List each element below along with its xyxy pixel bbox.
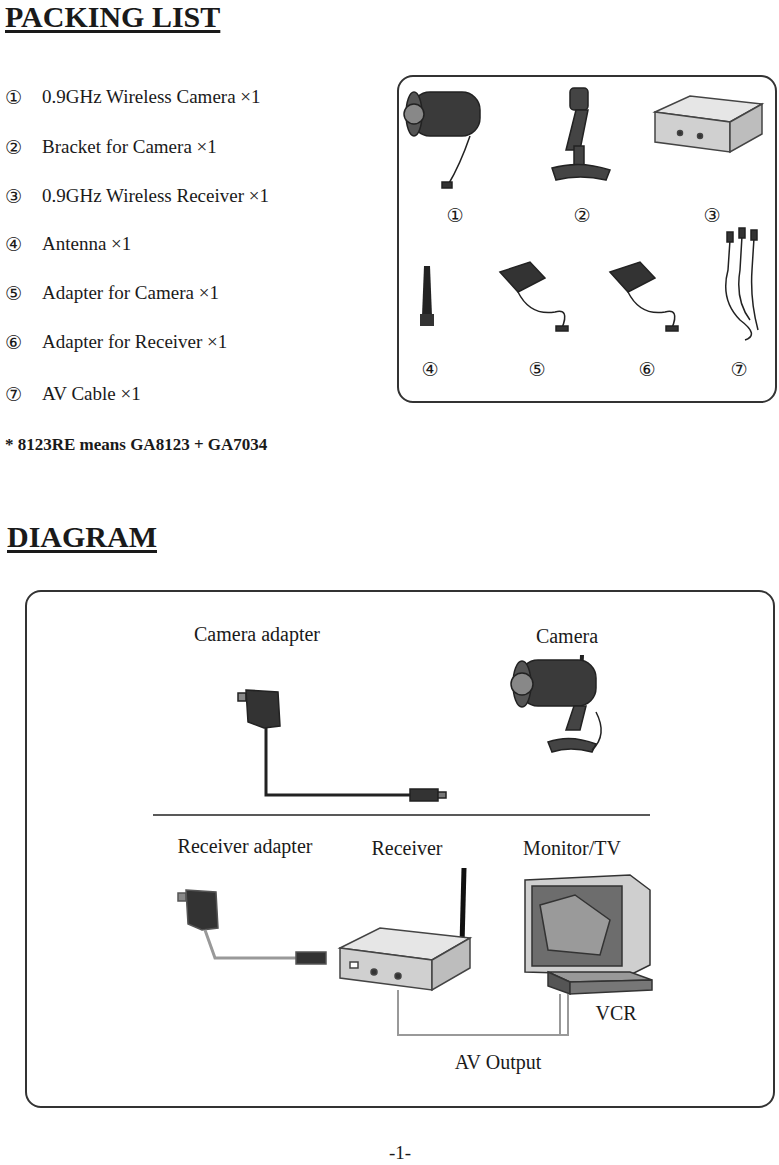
- receiver-picture: [340, 868, 470, 990]
- part-label: Camera: [536, 625, 598, 648]
- camera-adapter-picture: [500, 262, 568, 331]
- bracket-picture: [552, 88, 610, 180]
- callout-number: ⑥: [5, 331, 22, 353]
- callout-number: ⑤: [5, 282, 22, 304]
- item-text: Adapter for Camera ×1: [42, 282, 219, 304]
- callout-number: ①: [5, 86, 22, 108]
- receiver-picture: [655, 96, 762, 152]
- callout-number: ⑤: [528, 358, 545, 380]
- callout-number: ④: [421, 358, 438, 380]
- callout-number: ①: [446, 204, 463, 226]
- section-heading: PACKING LIST: [5, 0, 220, 34]
- item-text: 0.9GHz Wireless Receiver ×1: [42, 185, 269, 207]
- vcr-picture: [548, 972, 652, 994]
- callout-number: ③: [703, 204, 720, 226]
- item-text: Antenna ×1: [42, 233, 131, 255]
- receiver-adapter-picture: [610, 262, 678, 331]
- callout-number: ⑦: [5, 383, 22, 405]
- callout-number: ⑥: [638, 358, 655, 380]
- av-output-wire: [398, 990, 568, 1035]
- footnote: * 8123RE means GA8123 + GA7034: [5, 435, 267, 455]
- divider-line: [153, 814, 650, 816]
- camera-adapter-picture: [238, 690, 446, 801]
- callout-number: ②: [5, 136, 22, 158]
- picture-frame: ① ② ③ ④ ⑤ ⑥ ⑦: [397, 75, 777, 403]
- part-label: Camera adapter: [194, 623, 320, 646]
- monitor-picture: [525, 875, 650, 975]
- item-text: Bracket for Camera ×1: [42, 136, 217, 158]
- part-label: Receiver adapter: [178, 835, 313, 858]
- item-text: AV Cable ×1: [42, 383, 141, 405]
- camera-picture: [404, 92, 480, 188]
- callout-number: ②: [573, 204, 590, 226]
- part-label: Receiver: [371, 837, 442, 860]
- item-text: Adapter for Receiver ×1: [42, 331, 227, 353]
- section-heading: DIAGRAM: [7, 520, 157, 554]
- part-label: Monitor/TV: [523, 837, 621, 860]
- callout-number: ③: [5, 185, 22, 207]
- callout-number: ⑦: [730, 358, 747, 380]
- av-cable-picture: [726, 228, 758, 340]
- callout-number: ④: [5, 233, 22, 255]
- page-number: -1-: [389, 1142, 411, 1164]
- receiver-adapter-picture: [178, 890, 326, 964]
- camera-picture: [511, 655, 601, 752]
- signal-label: AV Output: [455, 1051, 542, 1074]
- item-text: 0.9GHz Wireless Camera ×1: [42, 86, 261, 108]
- diagram-frame: DIAGRAMCamera adapterCameraReceiver adap…: [25, 590, 775, 1108]
- part-label: VCR: [595, 1002, 636, 1025]
- antenna-picture: [420, 266, 434, 326]
